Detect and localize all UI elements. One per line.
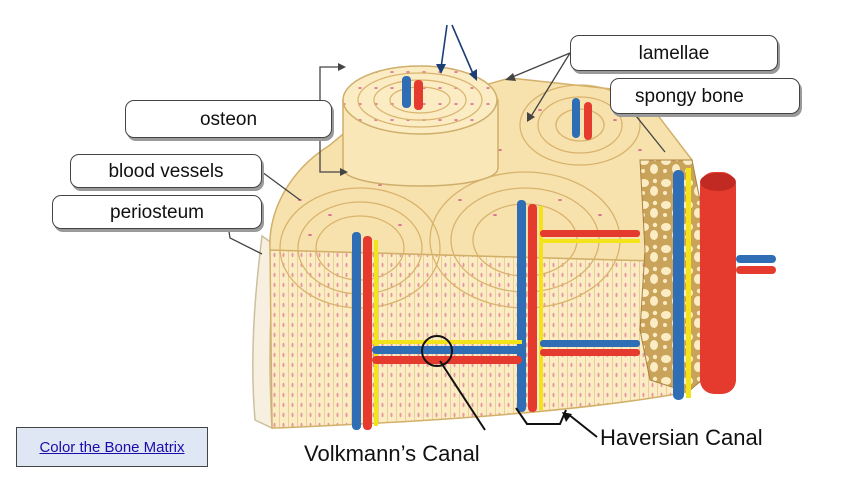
top-arrowheads	[436, 64, 477, 81]
volkmann-vessels	[372, 230, 640, 364]
top-arrows	[440, 24, 475, 77]
label-spongy-bone: spongy bone	[610, 78, 800, 114]
label-volkmanns-canal: Volkmann’s Canal	[304, 441, 480, 466]
osteon-cylinder	[342, 65, 499, 187]
volkmann-marker	[421, 335, 453, 367]
spongy-bone-region	[639, 159, 703, 393]
label-lamellae: lamellae	[570, 35, 778, 71]
color-bone-matrix-box: Color the Bone Matrix	[16, 427, 208, 467]
haversian-bracket	[515, 407, 567, 425]
compact-bone-front	[269, 249, 691, 429]
label-blood-vessels: blood vessels	[70, 154, 262, 188]
arrowheads	[338, 63, 572, 422]
label-haversian-canal: Haversian Canal	[600, 425, 763, 450]
top-vessels	[572, 98, 592, 140]
color-bone-matrix-link[interactable]: Color the Bone Matrix	[39, 438, 185, 456]
label-osteon: osteon	[125, 100, 332, 138]
label-periosteum: periosteum	[52, 195, 262, 229]
periosteal-vessels	[673, 168, 776, 400]
